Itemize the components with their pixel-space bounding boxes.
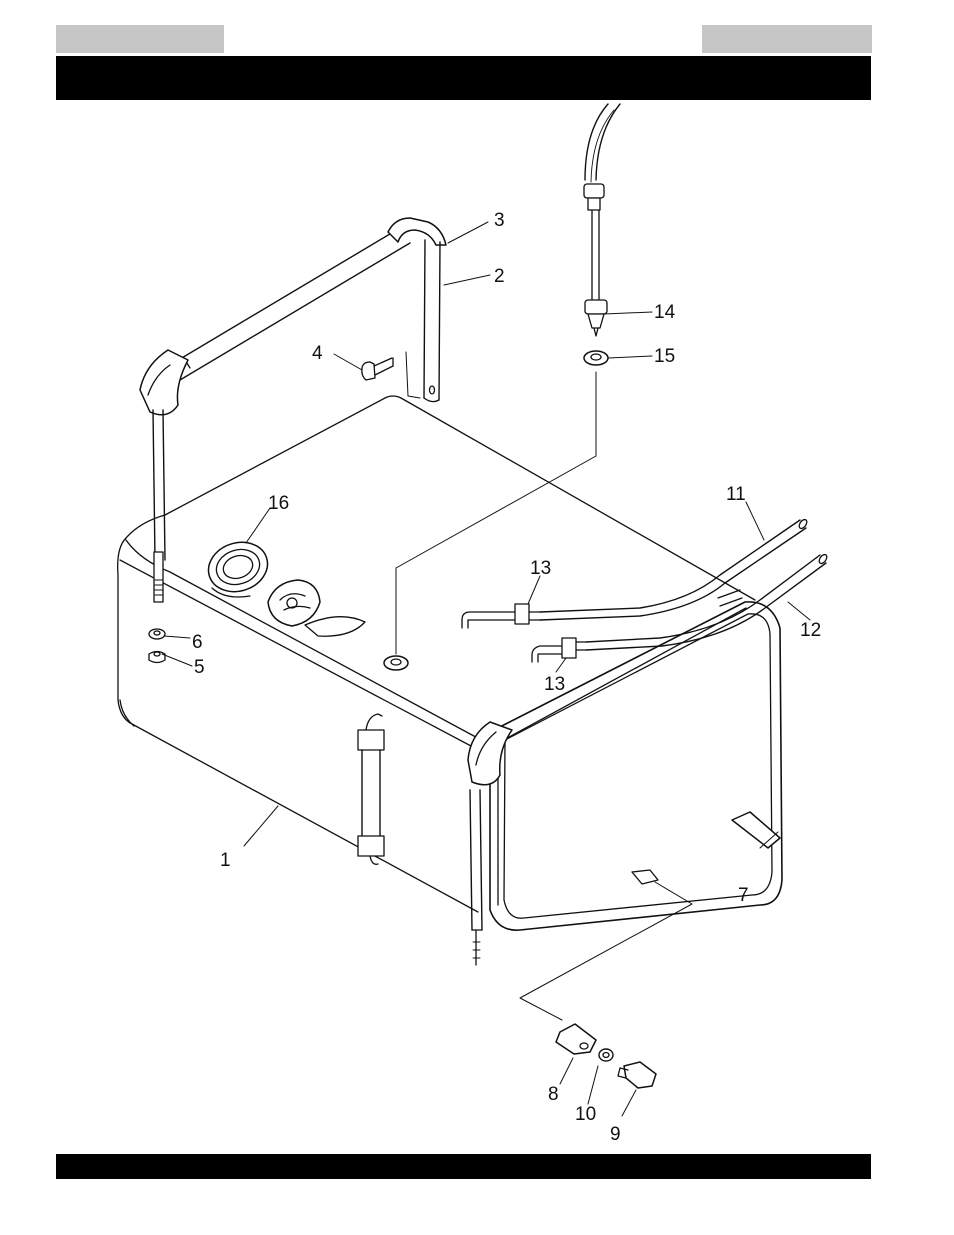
callout-9: 9 xyxy=(610,1124,621,1145)
footer-bar xyxy=(56,1154,871,1179)
callout-2: 2 xyxy=(494,266,505,287)
callout-14: 14 xyxy=(654,302,676,323)
callout-7: 7 xyxy=(738,885,749,906)
fuel-tank xyxy=(118,396,782,930)
callout-4: 4 xyxy=(312,343,323,364)
small-hardware xyxy=(149,351,608,670)
filler-neck-and-cap xyxy=(202,535,365,636)
callout-11: 11 xyxy=(726,484,746,505)
callout-1: 1 xyxy=(220,850,231,871)
tank-strap xyxy=(140,218,446,602)
callout-6: 6 xyxy=(192,632,203,653)
leader-lines xyxy=(162,222,810,1116)
callout-12: 12 xyxy=(800,620,821,641)
fuel-sight-gauge xyxy=(358,714,384,864)
callout-15: 15 xyxy=(654,346,675,367)
drain-assembly xyxy=(520,812,780,1088)
fuel-lines xyxy=(462,518,828,662)
callout-5: 5 xyxy=(194,657,205,678)
callout-3: 3 xyxy=(494,210,505,231)
callout-13-lower: 13 xyxy=(544,674,565,695)
callout-16: 16 xyxy=(268,493,289,514)
callout-13-upper: 13 xyxy=(530,558,551,579)
fuel-level-sender xyxy=(584,104,620,336)
callout-10: 10 xyxy=(575,1104,596,1125)
callout-8: 8 xyxy=(548,1084,559,1105)
